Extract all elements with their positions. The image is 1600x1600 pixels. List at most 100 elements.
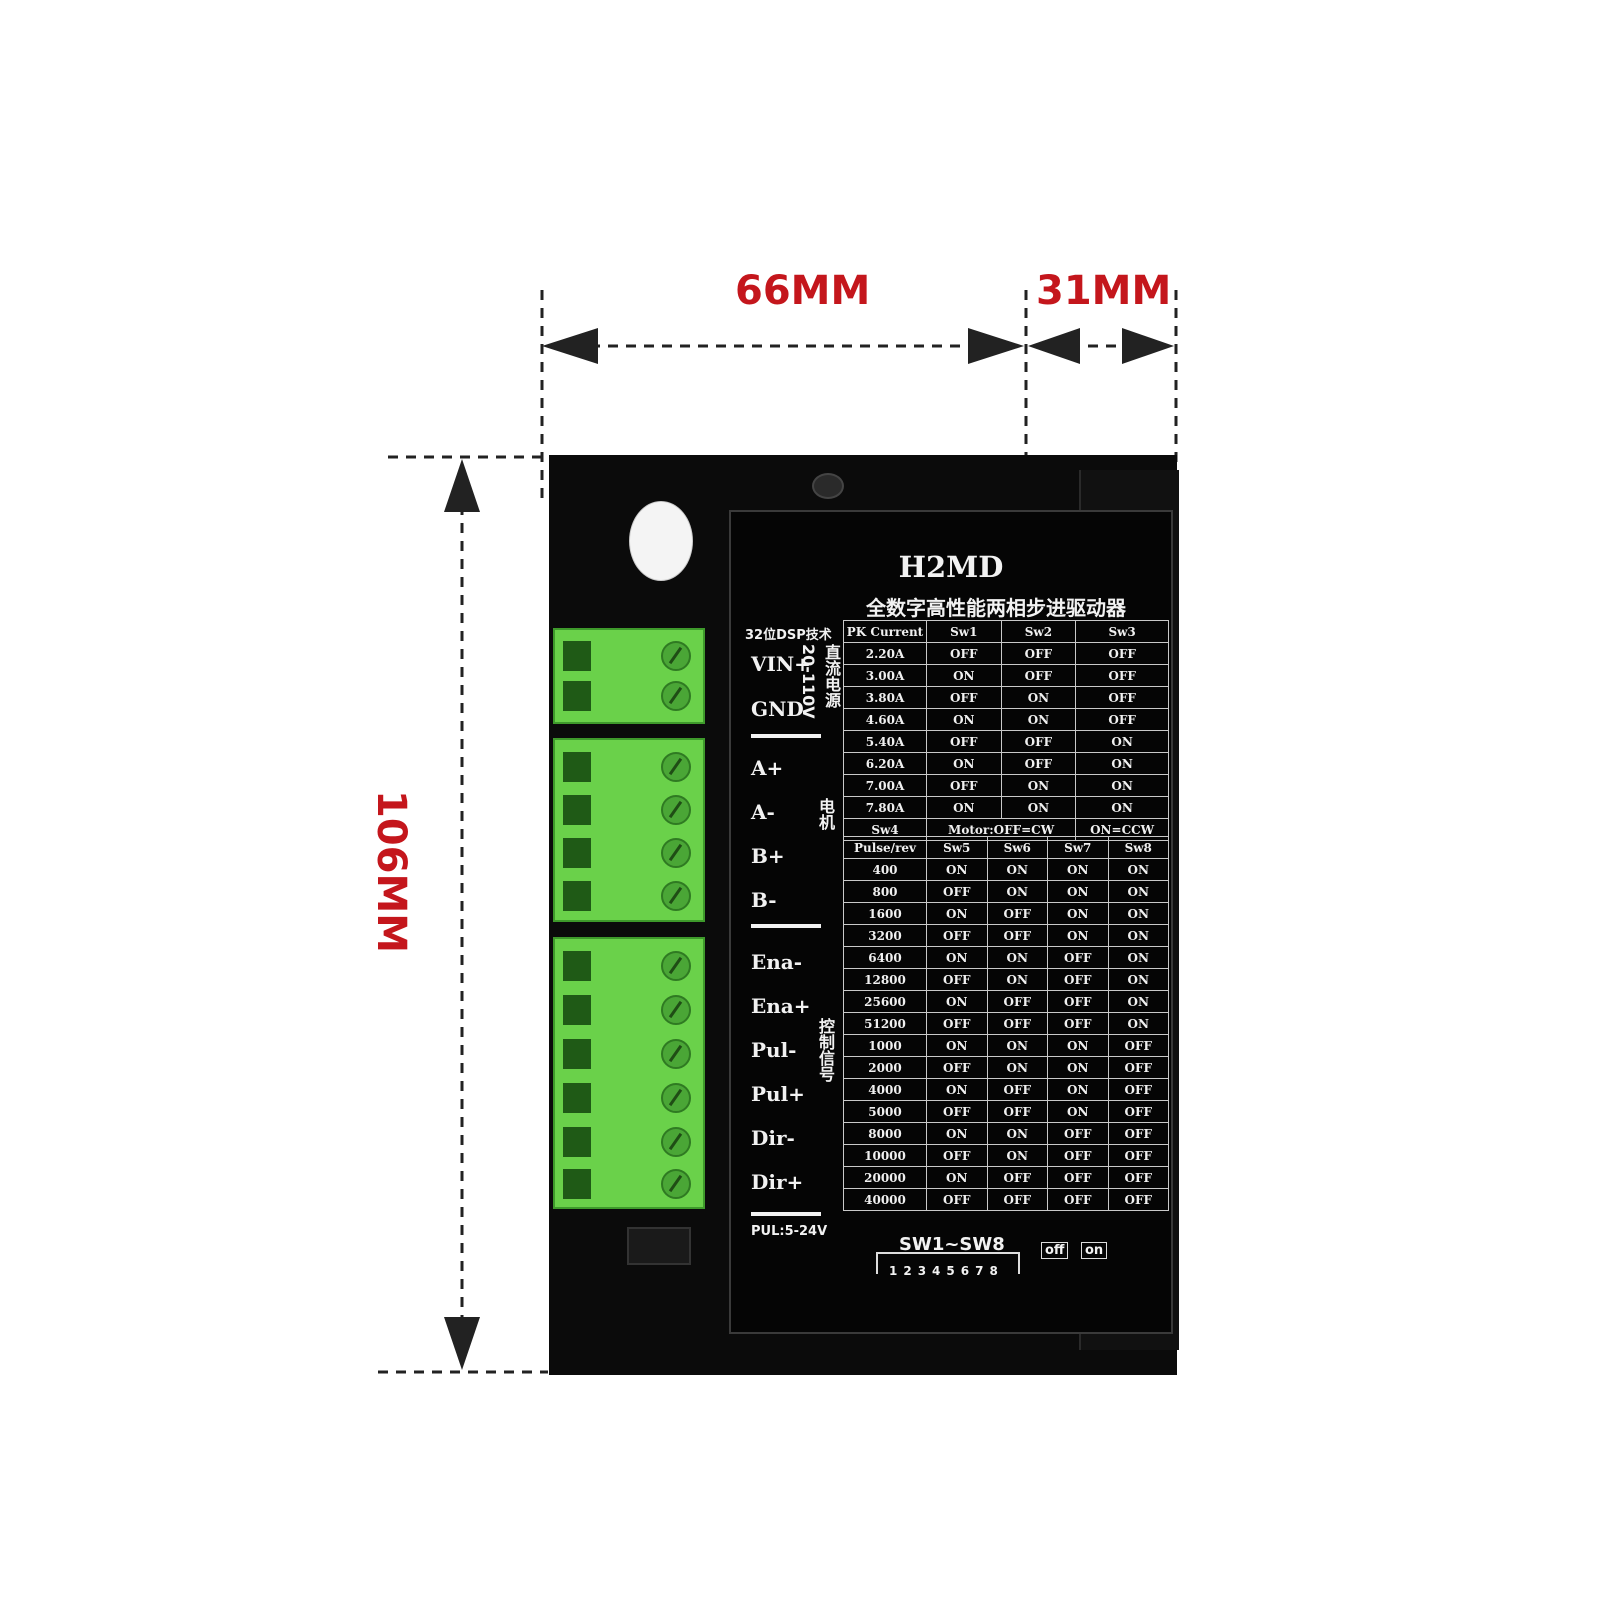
table-cell: ON: [926, 990, 988, 1013]
pulse-voltage-note: PUL:5-24V: [751, 1224, 828, 1239]
table-header-cell: Sw6: [986, 836, 1048, 859]
table-cell: OFF: [1047, 1188, 1109, 1211]
table-cell: OFF: [1107, 1056, 1169, 1079]
table-cell: 1000: [843, 1034, 927, 1057]
table-header-cell: Sw1: [926, 620, 1002, 643]
table-cell: ON: [1107, 858, 1169, 881]
table-cell: ON: [926, 664, 1002, 687]
table-cell: 5000: [843, 1100, 927, 1123]
table-cell: OFF: [1047, 968, 1109, 991]
table-cell: 10000: [843, 1144, 927, 1167]
table-cell: ON: [986, 1034, 1048, 1057]
screw-icon[interactable]: [661, 1039, 691, 1069]
table-cell: ON: [1107, 924, 1169, 947]
screw-icon[interactable]: [661, 881, 691, 911]
table-cell: ON: [1000, 774, 1077, 797]
screw-icon[interactable]: [661, 838, 691, 868]
table-cell: ON: [1107, 946, 1169, 969]
signal-terminal-block[interactable]: [553, 937, 705, 1209]
screw-icon[interactable]: [661, 681, 691, 711]
power-label-cn: 直流电源: [822, 644, 841, 708]
arrow-up-icon: [444, 459, 480, 512]
table-cell: 6.20A: [843, 752, 927, 775]
table-cell: 7.00A: [843, 774, 927, 797]
screw-icon[interactable]: [661, 641, 691, 671]
table-cell: 400: [843, 858, 927, 881]
table-cell: OFF: [1107, 1078, 1169, 1101]
screw-icon[interactable]: [661, 951, 691, 981]
table-cell: OFF: [986, 1166, 1048, 1189]
table-header-row: Pulse/rev Sw5 Sw6 Sw7 Sw8: [843, 836, 1169, 859]
table-cell: OFF: [986, 990, 1048, 1013]
table-cell: 2.20A: [843, 642, 927, 665]
table-cell: OFF: [986, 1012, 1048, 1035]
table-cell: 3200: [843, 924, 927, 947]
arrow-right-icon: [968, 328, 1024, 364]
table-cell: 2000: [843, 1056, 927, 1079]
table-cell: ON: [926, 902, 988, 925]
width-dimension-label: 66MM: [735, 268, 871, 314]
terminal-ena-minus: Ena-: [751, 950, 803, 974]
table-cell: OFF: [926, 880, 988, 903]
top-screw: [812, 473, 844, 499]
table-cell: ON: [986, 946, 1048, 969]
table-cell: ON: [926, 708, 1002, 731]
off-key: off: [1041, 1242, 1069, 1259]
terminal-b-plus: B+: [751, 844, 785, 868]
height-dimension-label: 106MM: [368, 790, 414, 954]
table-cell: 4000: [843, 1078, 927, 1101]
dsp-label: 32位DSP技术: [745, 628, 832, 643]
terminal-pul-plus: Pul+: [751, 1082, 805, 1106]
table-cell: OFF: [1075, 664, 1169, 687]
table-cell: ON: [1075, 796, 1169, 819]
arrow-right-icon: [1122, 328, 1174, 364]
table-cell: OFF: [1107, 1166, 1169, 1189]
table-cell: 51200: [843, 1012, 927, 1035]
table-cell: OFF: [1047, 946, 1109, 969]
screw-icon[interactable]: [661, 1169, 691, 1199]
table-cell: ON: [986, 1122, 1048, 1145]
screw-icon[interactable]: [661, 1083, 691, 1113]
screw-icon[interactable]: [661, 752, 691, 782]
screw-icon[interactable]: [661, 995, 691, 1025]
table-cell: OFF: [1000, 730, 1077, 753]
screw-icon[interactable]: [661, 1127, 691, 1157]
screw-icon[interactable]: [661, 795, 691, 825]
table-cell: OFF: [926, 642, 1002, 665]
table-cell: OFF: [926, 1144, 988, 1167]
divider: [751, 924, 821, 928]
sw4-row: Sw4 Motor:OFF=CW ON=CCW: [843, 818, 1169, 841]
motor-label-cn: 电机: [816, 798, 835, 830]
table-cell: OFF: [1107, 1034, 1169, 1057]
table-cell: OFF: [926, 686, 1002, 709]
terminal-vin: VIN+: [751, 652, 811, 676]
table-cell: ON: [1107, 990, 1169, 1013]
table-cell: OFF: [1000, 642, 1077, 665]
table-cell: OFF: [1075, 708, 1169, 731]
table-cell: ON: [1000, 708, 1077, 731]
table-cell: ON: [926, 1122, 988, 1145]
table-cell: OFF: [926, 1012, 988, 1035]
table-cell: 5.40A: [843, 730, 927, 753]
table-header-cell: Sw7: [1047, 836, 1109, 859]
table-cell: OFF: [1000, 752, 1077, 775]
table-cell: ON: [986, 1144, 1048, 1167]
table-cell: ON: [1075, 752, 1169, 775]
table-cell: OFF: [926, 968, 988, 991]
table-cell: ON: [926, 752, 1002, 775]
table-header-cell: PK Current: [843, 620, 927, 643]
sw4-text: Motor:OFF=CW: [925, 818, 1077, 841]
